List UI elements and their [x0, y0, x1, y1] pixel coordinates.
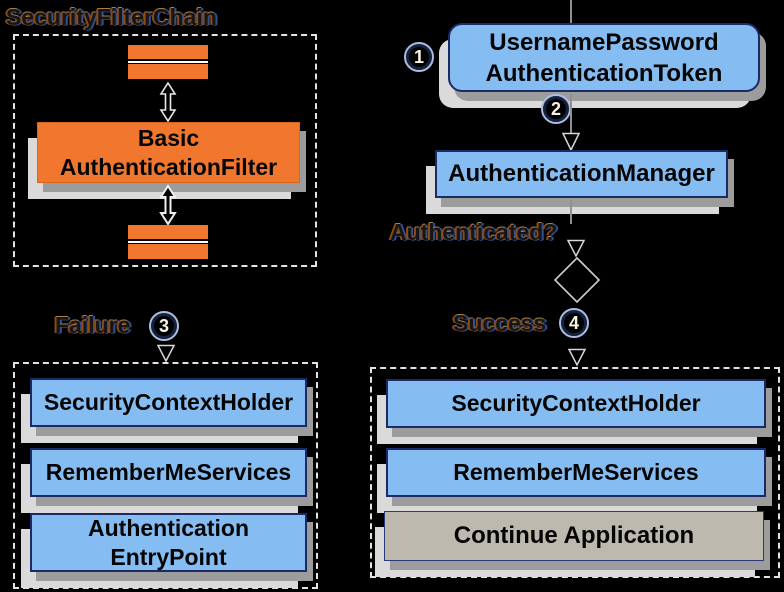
- double-arrow-icon: [159, 184, 177, 226]
- success-label: Success: [453, 310, 547, 336]
- remember-me-services-node: RememberMeServices: [30, 448, 307, 497]
- node-label-line: SecurityContextHolder: [451, 390, 701, 416]
- node-label-line: Continue Application: [453, 522, 695, 549]
- filter-bar: [128, 45, 208, 59]
- continue-application-node: Continue Application: [384, 511, 764, 561]
- node-label-line: EntryPoint: [110, 543, 227, 570]
- success-panel: [370, 367, 780, 578]
- decision-diamond-icon: [553, 256, 601, 304]
- failure-panel: [13, 362, 318, 589]
- down-arrowhead-icon: [566, 239, 586, 258]
- node-label-line: AuthenticationToken: [485, 59, 723, 87]
- remember-me-services-node: RememberMeServices: [386, 448, 766, 497]
- security-filter-chain-title: SecurityFilterChain: [6, 4, 217, 30]
- filter-bar: [128, 244, 208, 259]
- down-arrowhead-icon: [156, 344, 176, 363]
- step-3-badge: 3: [149, 311, 179, 341]
- node-label-line: RememberMeServices: [453, 459, 699, 485]
- basic-authentication-filter-node: Basic AuthenticationFilter: [37, 122, 300, 183]
- node-label-line: UsernamePassword: [489, 28, 719, 56]
- node-label-line: RememberMeServices: [45, 459, 292, 485]
- step-4-badge: 4: [559, 308, 589, 338]
- authenticated-label: Authenticated?: [390, 219, 558, 245]
- step-2-badge: 2: [541, 94, 571, 124]
- security-context-holder-node: SecurityContextHolder: [386, 379, 766, 428]
- authentication-manager-node: AuthenticationManager: [435, 150, 728, 198]
- double-arrow-icon: [159, 81, 177, 123]
- node-label-line: Basic: [137, 124, 200, 151]
- node-label-line: AuthenticationManager: [448, 160, 715, 187]
- node-label-line: Authentication: [88, 514, 249, 541]
- filter-bar-separator: [128, 241, 208, 243]
- filter-bar: [128, 64, 208, 79]
- step-1-badge: 1: [404, 42, 434, 72]
- down-arrowhead-icon: [561, 132, 581, 152]
- filter-bar: [128, 225, 208, 239]
- flow-connector-line: [570, 94, 572, 133]
- failure-label: Failure: [55, 312, 131, 338]
- filter-bar-separator: [128, 61, 208, 63]
- authentication-entry-point-node: Authentication EntryPoint: [30, 513, 307, 572]
- node-label-line: AuthenticationFilter: [59, 153, 278, 180]
- flow-connector-line: [570, 0, 572, 23]
- flow-connector-line: [570, 200, 572, 224]
- node-label-line: SecurityContextHolder: [43, 389, 294, 415]
- security-context-holder-node: SecurityContextHolder: [30, 378, 307, 427]
- username-password-token-node: UsernamePassword AuthenticationToken: [448, 23, 760, 92]
- security-filter-chain-panel: [13, 34, 317, 267]
- down-arrowhead-icon: [567, 348, 587, 367]
